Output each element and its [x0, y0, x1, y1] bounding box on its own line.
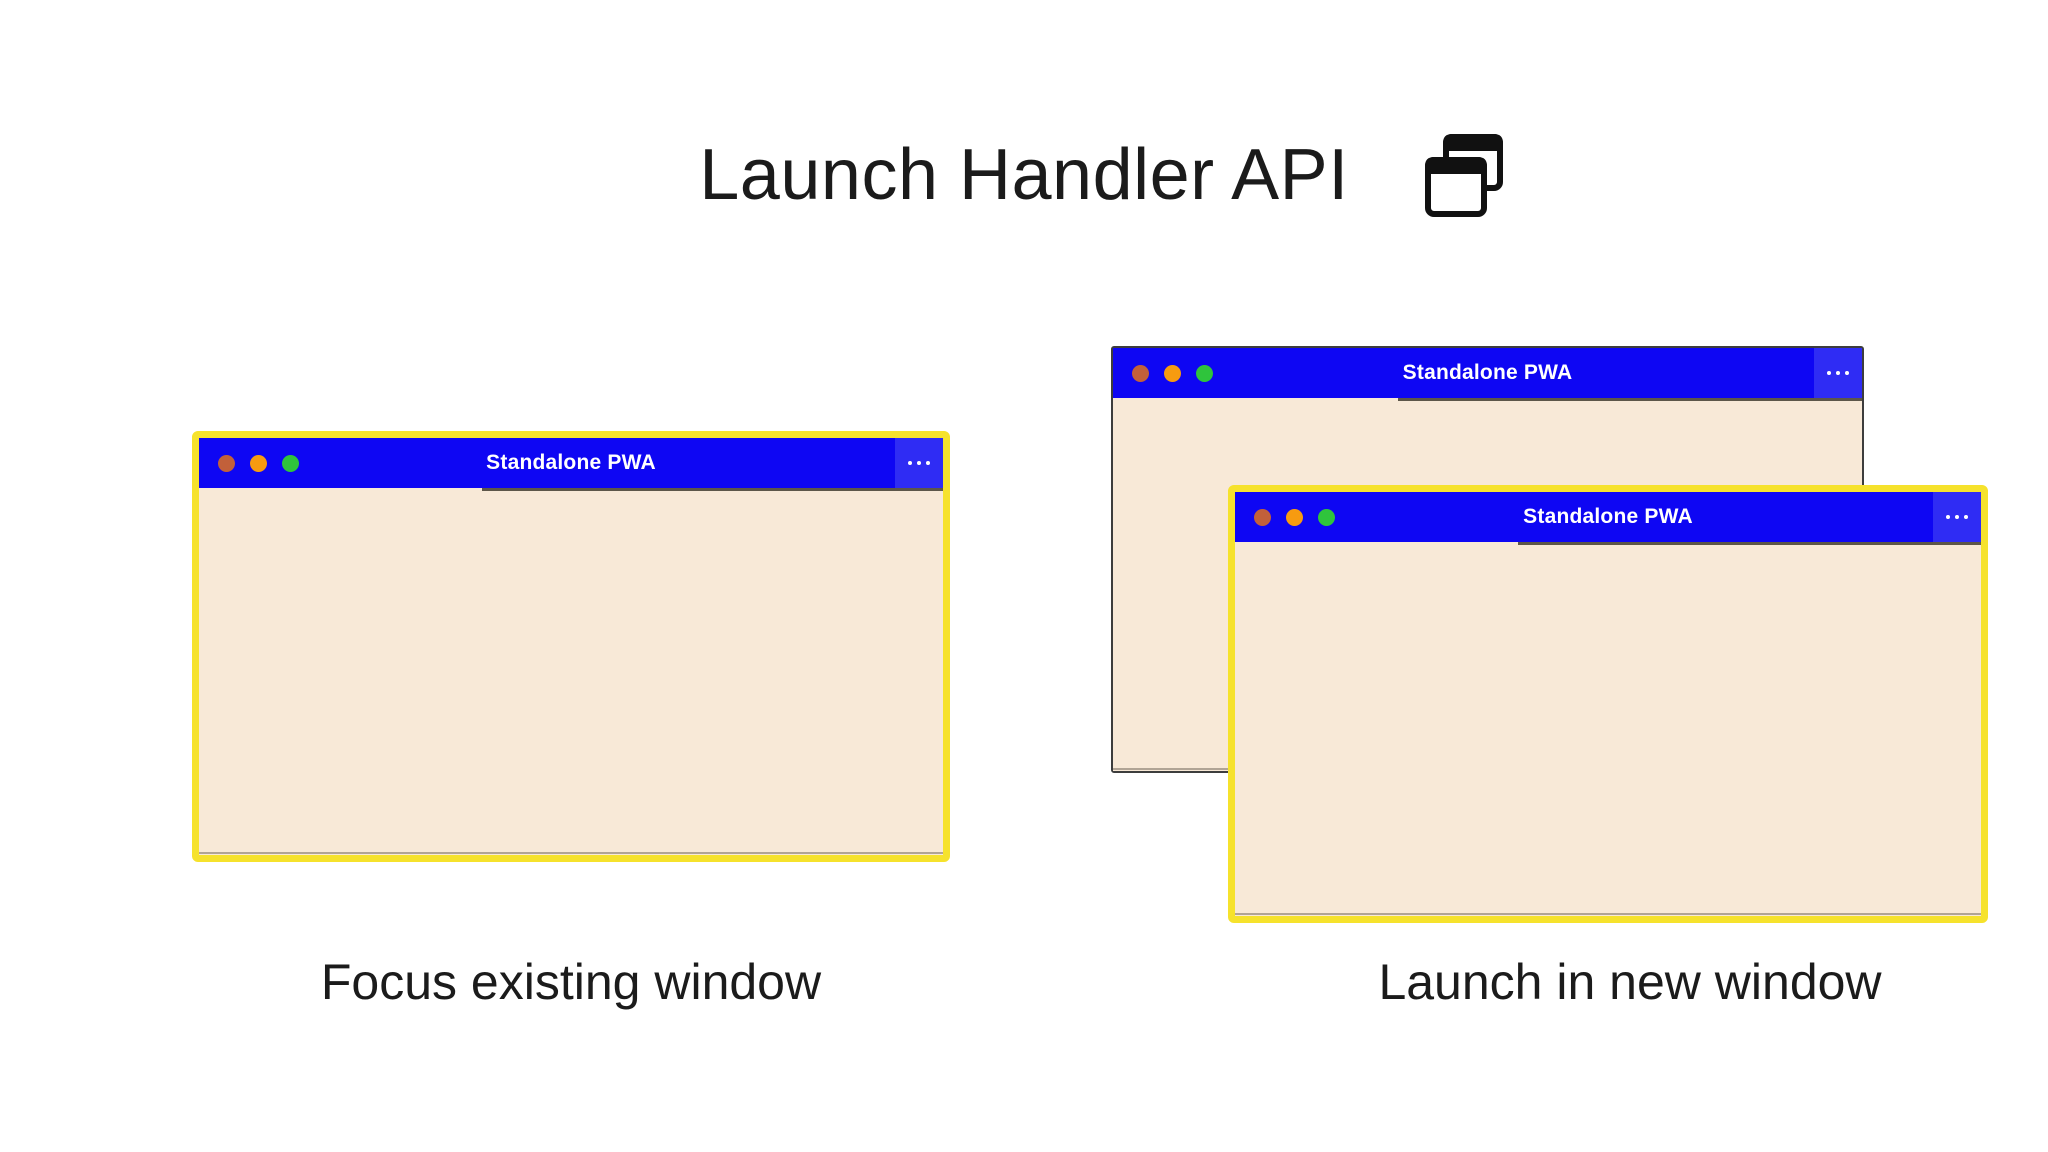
page-title: Launch Handler API — [699, 135, 1349, 215]
caption-focus-existing: Focus existing window — [320, 954, 822, 1010]
traffic-light-buttons — [1254, 508, 1335, 526]
close-button-icon — [218, 454, 235, 472]
window-content — [1235, 542, 1981, 916]
window-titlebar: Standalone PWA — [1235, 492, 1981, 545]
pwa-window-focused-new: Standalone PWA — [1228, 485, 1988, 923]
maximize-button-icon — [1196, 364, 1213, 382]
ellipsis-menu-icon — [1933, 492, 1981, 542]
ellipsis-menu-icon — [895, 438, 943, 488]
overlapping-windows-icon — [1425, 134, 1503, 218]
window-title: Standalone PWA — [486, 451, 656, 474]
window-titlebar: Standalone PWA — [199, 438, 943, 491]
maximize-button-icon — [1318, 508, 1335, 526]
traffic-light-buttons — [1132, 364, 1213, 382]
minimize-button-icon — [250, 454, 267, 472]
pwa-window-focused-left: Standalone PWA — [192, 431, 950, 862]
caption-launch-new: Launch in new window — [1378, 954, 1882, 1010]
maximize-button-icon — [282, 454, 299, 472]
ellipsis-menu-icon — [1814, 348, 1862, 398]
window-titlebar: Standalone PWA — [1113, 348, 1862, 401]
minimize-button-icon — [1164, 364, 1181, 382]
window-title: Standalone PWA — [1402, 361, 1573, 384]
minimize-button-icon — [1286, 508, 1303, 526]
window-title: Standalone PWA — [1523, 505, 1693, 528]
window-content — [199, 488, 943, 855]
close-button-icon — [1132, 364, 1149, 382]
close-button-icon — [1254, 508, 1271, 526]
traffic-light-buttons — [218, 454, 299, 472]
